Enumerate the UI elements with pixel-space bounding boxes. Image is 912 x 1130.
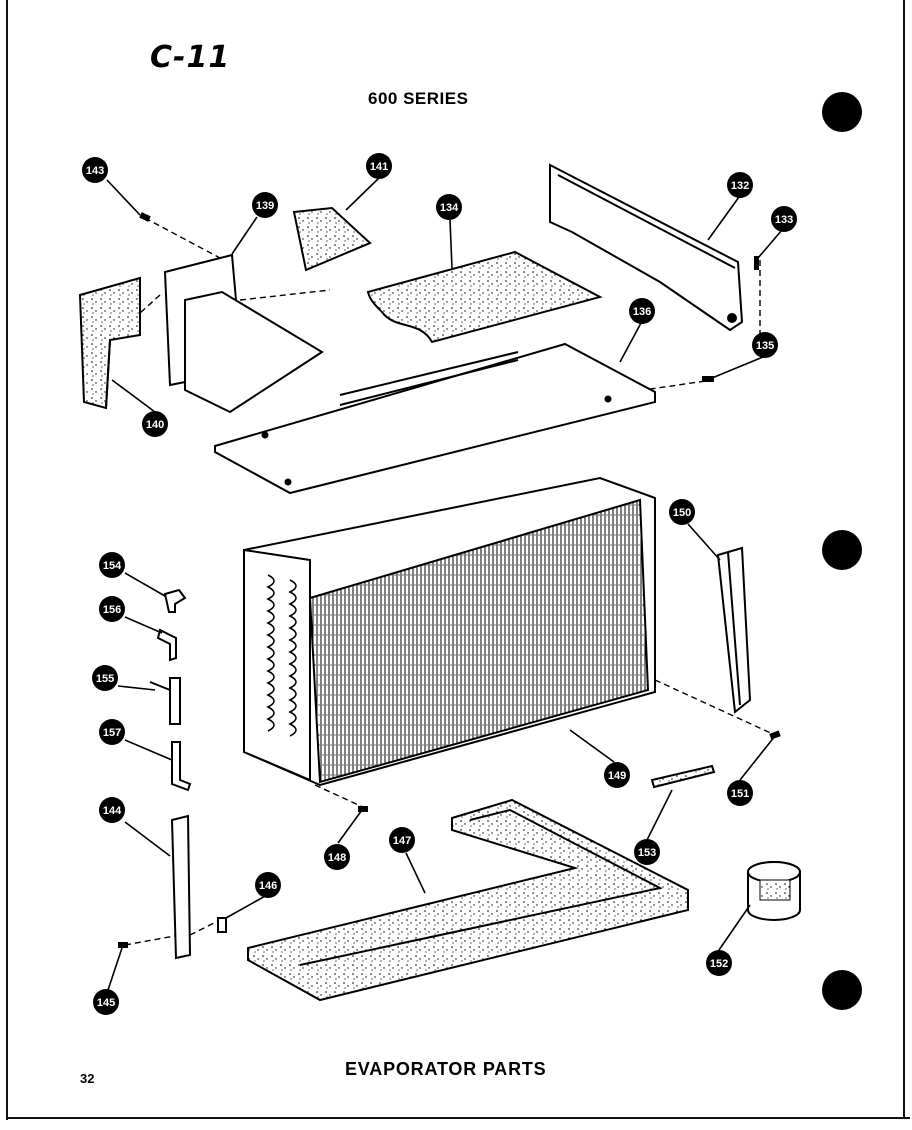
svg-text:141: 141 [370, 161, 388, 173]
evaporator-coil-149 [243, 476, 656, 787]
callout-155: 155 [92, 665, 118, 691]
small-parts-left [149, 588, 227, 960]
page-code: C-11 [150, 40, 231, 75]
callout-148: 148 [324, 844, 350, 870]
page-border-bottom [6, 1117, 910, 1119]
page-border-right [903, 0, 905, 1118]
insulation-sheet-134 [366, 250, 603, 344]
callout-144: 144 [99, 797, 125, 823]
rear-panel-132 [549, 163, 744, 332]
callout-badges: 143 139 141 134 132 133 136 135 140 154 … [82, 153, 797, 1015]
callout-154: 154 [99, 552, 125, 578]
svg-text:157: 157 [103, 727, 121, 739]
svg-text:146: 146 [259, 880, 277, 892]
drain-pan-insulation-147 [247, 798, 689, 1002]
svg-text:133: 133 [775, 214, 793, 226]
tube-156 [156, 628, 177, 662]
svg-text:134: 134 [440, 202, 459, 214]
svg-text:149: 149 [608, 770, 626, 782]
svg-text:145: 145 [97, 997, 115, 1009]
svg-text:144: 144 [103, 805, 122, 817]
svg-text:143: 143 [86, 165, 104, 177]
callout-150: 150 [669, 499, 695, 525]
leader-dash-146 [189, 919, 221, 936]
svg-text:147: 147 [393, 835, 411, 847]
strip-153 [650, 764, 716, 789]
svg-text:153: 153 [638, 847, 656, 859]
series-title: 600 SERIES [368, 89, 469, 108]
callout-135: 135 [752, 332, 778, 358]
callout-157: 157 [99, 719, 125, 745]
callout-153: 153 [634, 839, 660, 865]
leader-dash-145 [124, 934, 181, 946]
callout-156: 156 [99, 596, 125, 622]
svg-text:135: 135 [756, 340, 774, 352]
leader-dash-148 [314, 784, 366, 809]
valve-155 [169, 677, 181, 725]
callout-leaders [106, 177, 783, 991]
svg-text:132: 132 [731, 180, 749, 192]
page-border-left [6, 0, 8, 1120]
svg-text:151: 151 [731, 788, 749, 800]
svg-text:139: 139 [256, 200, 274, 212]
svg-text:150: 150 [673, 507, 691, 519]
screws [118, 212, 781, 948]
binder-hole-top [822, 92, 862, 132]
callout-146: 146 [255, 872, 281, 898]
callout-149: 149 [604, 762, 630, 788]
leader-dash-141 [239, 289, 331, 301]
leader-dash-143 [144, 217, 221, 259]
callout-141: 141 [366, 153, 392, 179]
bracket-139 [163, 253, 324, 414]
clip-154 [163, 588, 187, 613]
callout-140: 140 [142, 411, 168, 437]
page-number: 32 [80, 1071, 95, 1086]
callout-151: 151 [727, 780, 753, 806]
tube-157 [171, 741, 192, 792]
insulation-pad-141 [292, 206, 372, 272]
callout-143: 143 [82, 157, 108, 183]
support-post-144 [170, 814, 192, 960]
callout-152: 152 [706, 950, 732, 976]
binder-hole-middle [822, 530, 862, 570]
svg-text:152: 152 [710, 958, 728, 970]
callout-134: 134 [436, 194, 462, 220]
leader-dash-135 [609, 379, 713, 396]
svg-text:140: 140 [146, 419, 164, 431]
adhesive-can-152 [747, 861, 801, 921]
svg-text:156: 156 [103, 604, 121, 616]
coil-support-150 [716, 546, 752, 714]
binder-hole-bottom [822, 970, 862, 1010]
callout-147: 147 [389, 827, 415, 853]
section-title: EVAPORATOR PARTS [345, 1059, 547, 1079]
top-panel-136 [214, 342, 656, 495]
callout-132: 132 [727, 172, 753, 198]
callout-139: 139 [252, 192, 278, 218]
side-bracket-140 [78, 276, 141, 410]
callout-133: 133 [771, 206, 797, 232]
clip-146 [217, 917, 227, 933]
callout-136: 136 [629, 298, 655, 324]
svg-text:148: 148 [328, 852, 346, 864]
callout-145: 145 [93, 989, 119, 1015]
svg-text:154: 154 [103, 560, 122, 572]
svg-text:136: 136 [633, 306, 651, 318]
svg-text:155: 155 [96, 673, 114, 685]
leader-dash-151 [654, 679, 776, 736]
